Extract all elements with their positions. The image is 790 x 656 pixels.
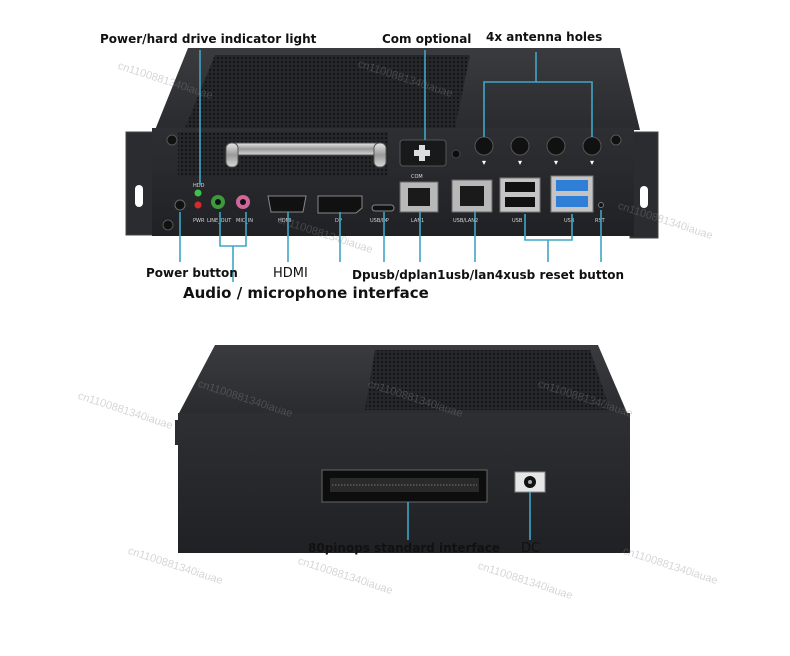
reset-hole	[598, 202, 604, 208]
svg-text:▾: ▾	[590, 158, 594, 167]
svg-text:▾: ▾	[554, 158, 558, 167]
label-usb-1: USB	[512, 218, 523, 224]
dp-port	[317, 195, 363, 214]
power-button-icon[interactable]	[174, 199, 186, 211]
dc-jack	[514, 471, 546, 493]
label-usb-2: USB	[564, 218, 575, 224]
callout-dc: DC	[521, 541, 541, 556]
hdd-led	[194, 189, 202, 197]
label-lan1: LAN1	[411, 218, 424, 224]
callout-power-hdd: Power/hard drive indicator light	[100, 32, 317, 46]
left-bracket-slot	[135, 185, 143, 207]
callout-dp-usb: Dpusb/dplan1usb/lan4xusb reset button	[352, 268, 625, 282]
label-usb-dp: USB/DP	[370, 218, 389, 224]
carry-handle	[225, 142, 387, 168]
callout-antenna: 4x antenna holes	[486, 30, 603, 44]
callout-ops: 80pinops standard interface	[308, 541, 501, 555]
power-led	[194, 201, 202, 209]
left-bracket	[125, 131, 156, 236]
com-side-hole	[451, 149, 461, 159]
callout-power-button: Power button	[146, 266, 238, 280]
usb-c-port	[371, 204, 395, 212]
label-hdmi: HDMI	[278, 218, 291, 224]
label-mic-in: MIC_IN	[236, 218, 253, 224]
com-port-cover	[399, 139, 447, 167]
callout-com: Com optional	[382, 32, 472, 46]
label-dp: DP	[335, 218, 342, 224]
label-hdd: HDD	[193, 183, 205, 189]
label-com: COM	[411, 174, 423, 180]
bottom-vent-mesh	[365, 350, 610, 410]
top-vent-mesh	[185, 55, 470, 128]
right-bracket-slot	[640, 186, 648, 208]
svg-text:▾: ▾	[518, 158, 522, 167]
label-usb-lan2: USB/LAN2	[453, 218, 478, 224]
label-pwr: PWR	[193, 218, 205, 224]
hdmi-port	[267, 195, 307, 213]
callout-hdmi: HDMI	[273, 266, 308, 281]
callout-audio: Audio / microphone interface	[183, 284, 429, 302]
ops-connector	[321, 469, 488, 503]
callout-lines	[179, 50, 602, 540]
top-unit: ▾ ▾ ▾ ▾ HDD	[125, 48, 659, 239]
antenna-holes: ▾ ▾ ▾ ▾	[474, 136, 602, 167]
bottom-unit	[175, 345, 630, 553]
svg-text:▾: ▾	[482, 158, 486, 167]
